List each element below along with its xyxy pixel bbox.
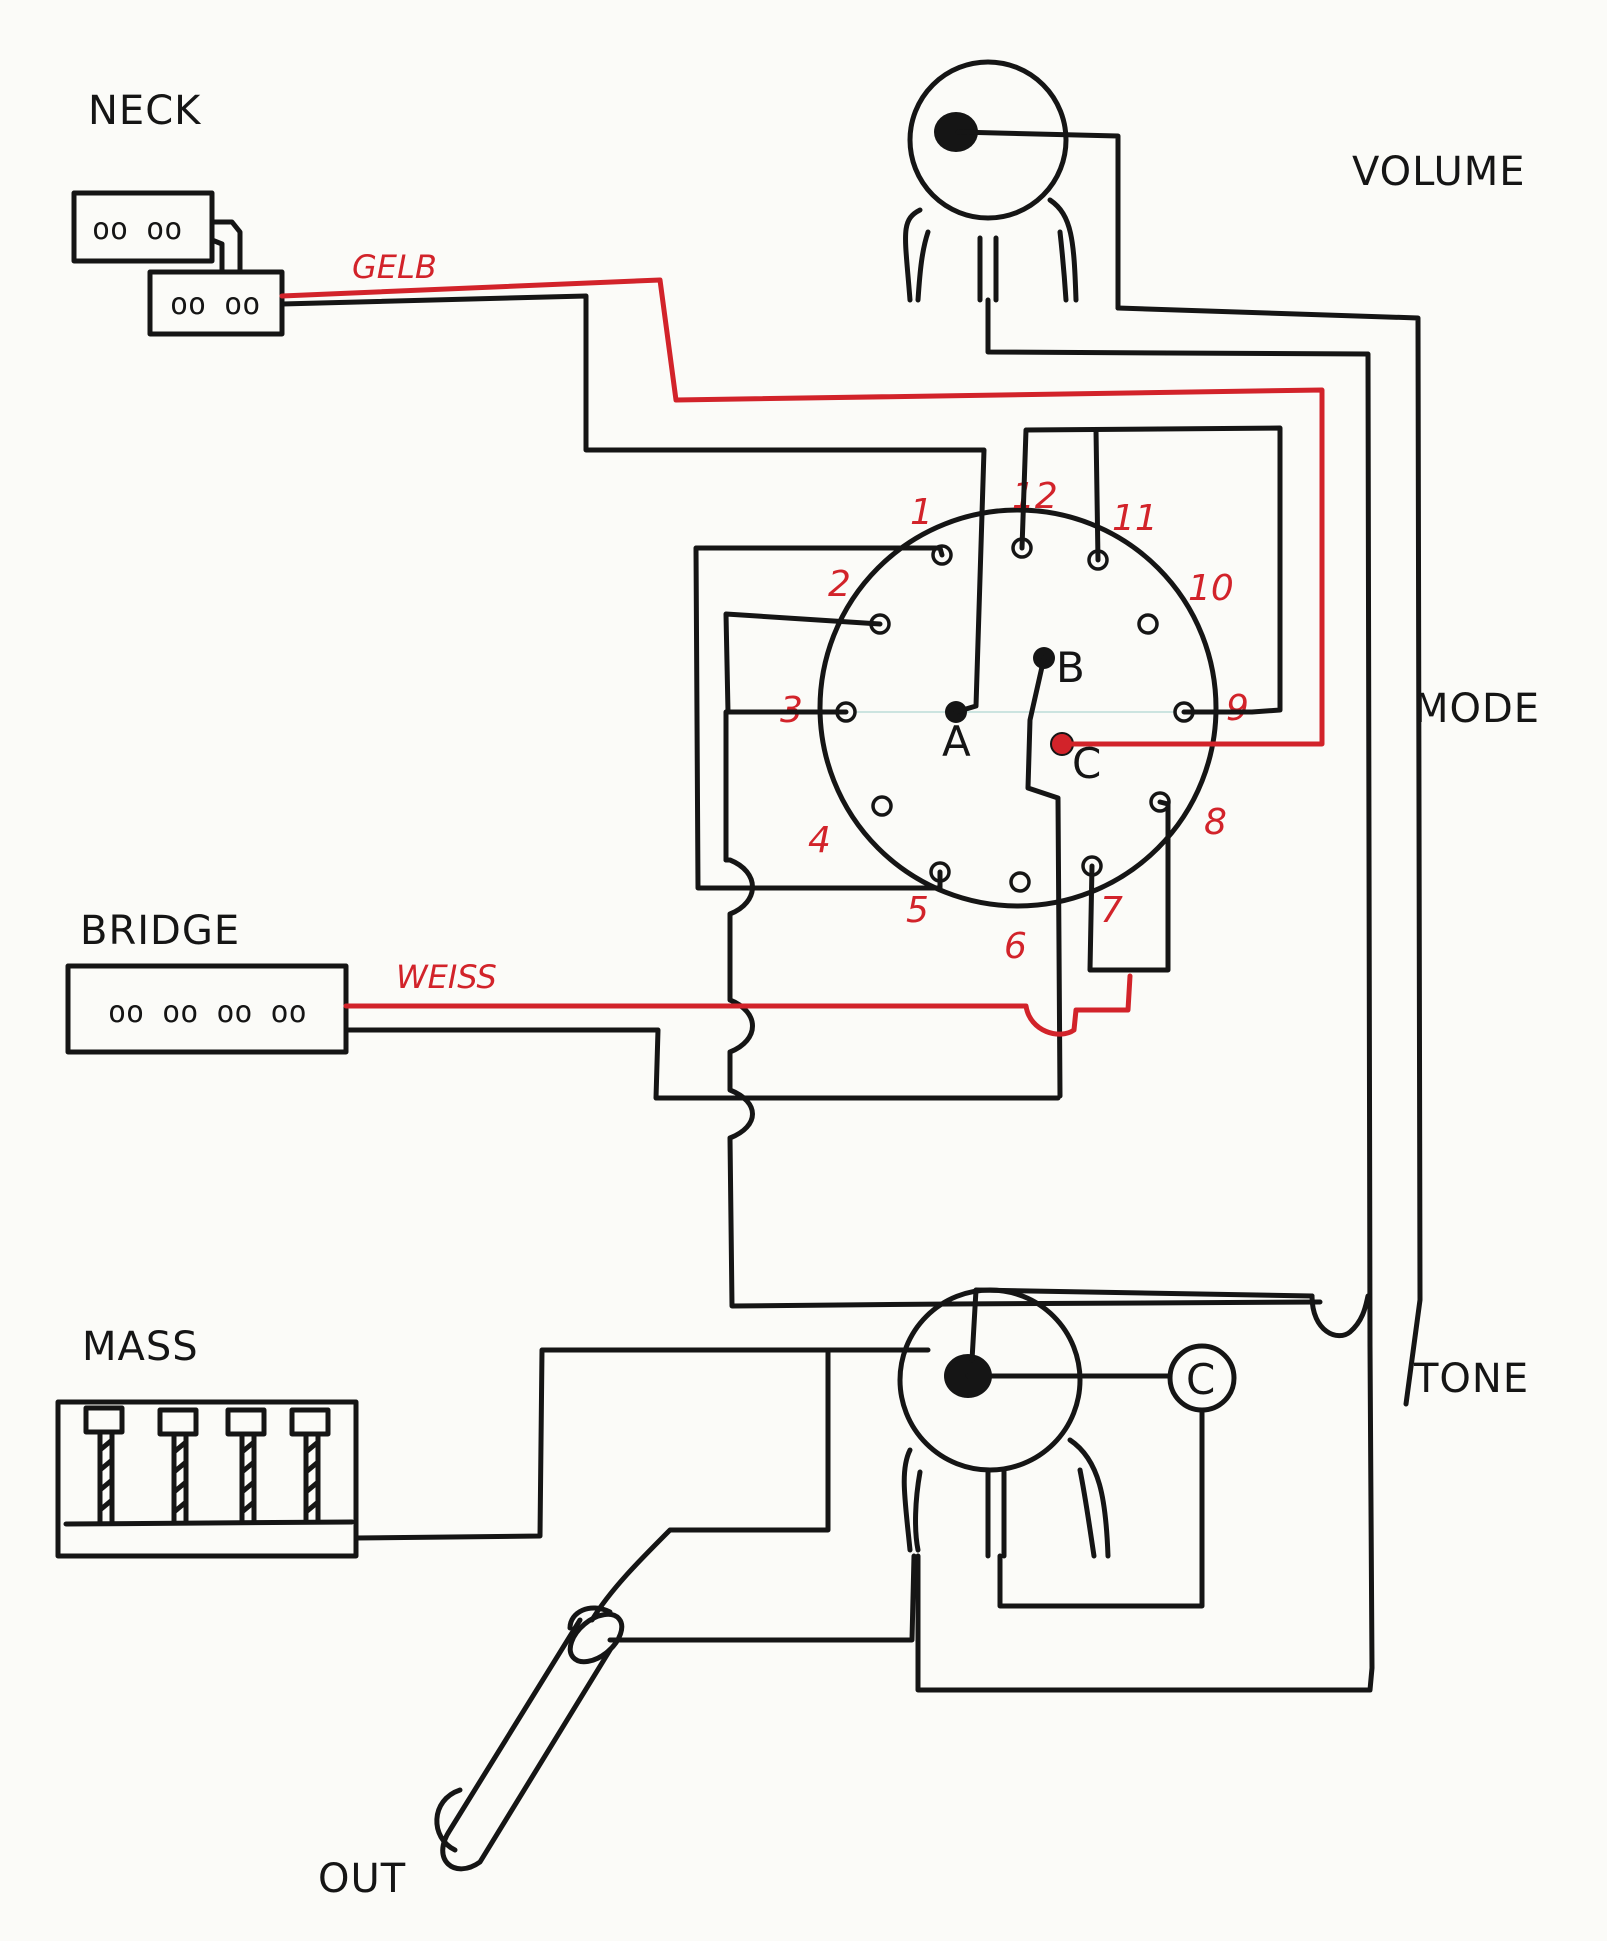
switch-pin-10 xyxy=(1137,613,1159,635)
tone-pot xyxy=(897,1287,1111,1559)
bridge-coil-marks: oo oo oo oo xyxy=(108,995,307,1030)
mass-label: MASS xyxy=(82,1324,199,1370)
pin-label-11: 11 xyxy=(1112,498,1158,539)
pin-label-5: 5 xyxy=(906,890,929,931)
pin-label-10: 10 xyxy=(1188,568,1234,609)
ground-block xyxy=(55,1399,359,1559)
pin-label-7: 7 xyxy=(1100,890,1123,931)
capacitor-label: C xyxy=(1186,1355,1215,1404)
common-label-c: C xyxy=(1072,739,1101,788)
neck-coil-2-marks: oo oo xyxy=(170,287,260,322)
pin-label-8: 8 xyxy=(1204,802,1227,843)
red-wires xyxy=(279,277,1325,1037)
ground-screw-2 xyxy=(157,1407,199,1525)
mode-switch-body xyxy=(817,507,1219,909)
mode-label: MODE xyxy=(1414,686,1540,732)
bridge-pickup: oo oo oo oo xyxy=(65,963,349,1055)
switch-pin-4 xyxy=(871,795,893,817)
pin-label-6: 6 xyxy=(1004,926,1027,967)
pin-label-4: 4 xyxy=(808,820,831,861)
bridge-coil xyxy=(65,963,349,1055)
bridge-label: BRIDGE xyxy=(80,908,240,954)
common-label-a: A xyxy=(942,717,971,766)
weiss-wire-label: WEISS xyxy=(396,958,497,996)
neck-coil-1 xyxy=(71,190,215,264)
output-jack xyxy=(434,1605,625,1872)
neck-label: NECK xyxy=(88,88,202,134)
common-label-b: B xyxy=(1056,643,1085,692)
ground-screw-1 xyxy=(83,1405,125,1525)
volume-pot xyxy=(903,59,1121,311)
neck-coil-1-marks: oo oo xyxy=(92,212,182,247)
tone-label: TONE xyxy=(1413,1356,1529,1402)
out-label: OUT xyxy=(318,1856,406,1902)
tone-capacitor: C xyxy=(1167,1343,1237,1413)
ground-screw-4 xyxy=(289,1407,331,1525)
gelb-wire-label: GELB xyxy=(352,248,437,286)
black-wires xyxy=(279,293,1423,1693)
pin-label-12: 12 xyxy=(1012,476,1058,517)
switch-pin-6 xyxy=(1009,871,1031,893)
pin-label-1: 1 xyxy=(910,492,933,533)
ground-screw-3 xyxy=(225,1407,267,1525)
pin-label-2: 2 xyxy=(828,564,851,605)
neck-pickup: oo oo oo oo xyxy=(71,190,285,337)
volume-label: VOLUME xyxy=(1352,149,1526,195)
pin-label-9: 9 xyxy=(1226,688,1249,729)
